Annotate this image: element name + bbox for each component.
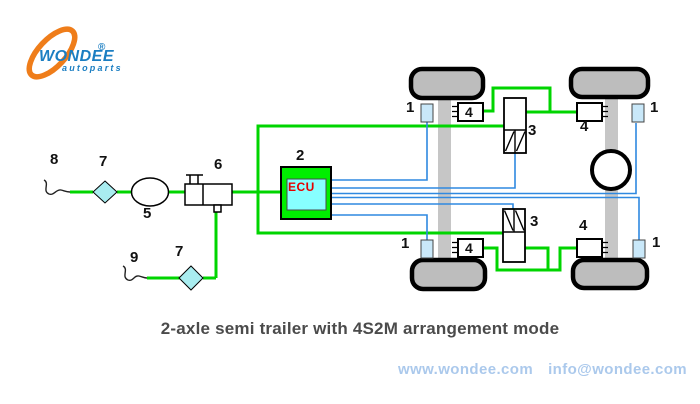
logo-subtitle-text: autoparts: [62, 63, 123, 73]
chamber-rear-right-ticks: [602, 241, 608, 254]
label-sensor-1-front-left: 1: [406, 99, 415, 116]
label-hose-8: 8: [50, 151, 59, 168]
valve-front: [503, 97, 527, 154]
valve-rear: [502, 208, 526, 263]
footer-contacts: www.wondee.com info@wondee.com: [398, 361, 694, 378]
label-reservoir-5: 5: [143, 205, 152, 222]
wheel-front-left: [408, 66, 486, 101]
label-hose-9: 9: [130, 249, 139, 266]
wheel-speed-sensors: [420, 103, 646, 259]
relay-valve-body: [184, 183, 233, 206]
sensor-front-right: [631, 103, 645, 123]
diagram-caption: 2-axle semi trailer with 4S2M arrangemen…: [160, 319, 560, 338]
axle-left: [438, 96, 451, 261]
label-ecu-2: 2: [296, 147, 305, 164]
wheel-front-right: [568, 66, 651, 100]
label-filter-7-top: 7: [99, 153, 108, 170]
relay-valve-unit: [184, 174, 233, 213]
wire-sensor-rear-right: [331, 196, 640, 240]
filter-bottom: [178, 265, 204, 291]
label-chamber-4-front-left: 4: [465, 104, 473, 120]
valve-front-dividers: [504, 129, 526, 153]
pneumatic-lines-green: [70, 86, 577, 280]
sensor-rear-left: [420, 239, 434, 259]
label-chamber-4-rear-left: 4: [465, 240, 473, 256]
email-text: info@wondee.com: [548, 361, 688, 378]
spare-wheel-circle: [590, 149, 632, 191]
hose-couplings: [43, 179, 148, 282]
air-reservoir: [130, 177, 170, 207]
ecu-screen: [286, 178, 327, 211]
wire-valve-front: [331, 153, 516, 189]
label-valve-3-rear: 3: [530, 213, 539, 230]
wire-sensor-front-left: [331, 122, 428, 181]
label-sensor-1-front-right: 1: [650, 99, 659, 116]
logo-brand-text: WONDEE: [39, 48, 114, 65]
chamber-front-right-ticks: [602, 105, 608, 118]
front-delivery-line: [483, 86, 577, 114]
valve-rear-dividers: [503, 209, 525, 233]
label-chamber-4-rear-right: 4: [579, 217, 588, 234]
valve-front-solenoid-marks: [504, 131, 526, 152]
aux-supply-line: [147, 212, 218, 280]
sensor-rear-right: [632, 239, 646, 259]
ecu-unit: [280, 166, 332, 220]
chamber-front-left-ticks: [452, 105, 458, 118]
label-filter-7-bottom: 7: [175, 243, 184, 260]
filter-top: [92, 180, 118, 204]
chamber-ticks: [452, 105, 608, 254]
hose-coupling-8: [43, 179, 71, 196]
wire-sensor-front-right: [331, 123, 637, 195]
wheels: [408, 66, 651, 292]
electric-wires-blue: [331, 122, 640, 240]
chamber-rear-right: [576, 238, 603, 258]
ecu-label-text: ECU: [288, 180, 315, 194]
label-valve-3-front: 3: [528, 122, 537, 139]
hose-coupling-9: [122, 265, 148, 282]
relay-valve-port-top: [186, 174, 203, 184]
wire-sensor-rear-left: [331, 214, 428, 240]
line-filters: [92, 180, 204, 291]
rear-delivery-line: [483, 246, 577, 272]
label-sensor-1-rear-right: 1: [652, 234, 661, 251]
registered-trademark-icon: ®: [98, 42, 106, 53]
logo-swoosh: [26, 26, 78, 80]
label-relay-6: 6: [214, 156, 223, 173]
relay-valve-port-bottom: [213, 204, 222, 213]
wire-valve-rear: [331, 203, 514, 209]
wheel-rear-right: [570, 257, 650, 291]
wheel-rear-left: [409, 257, 488, 292]
website-text: www.wondee.com: [398, 361, 534, 378]
wondee-logo: WONDEE ® autoparts: [10, 8, 160, 78]
valve-rear-solenoid-marks: [503, 210, 525, 231]
sensor-front-left: [420, 103, 434, 123]
chamber-rear-left-ticks: [452, 241, 458, 254]
label-chamber-4-front-right: 4: [580, 118, 589, 135]
label-sensor-1-rear-left: 1: [401, 235, 410, 252]
